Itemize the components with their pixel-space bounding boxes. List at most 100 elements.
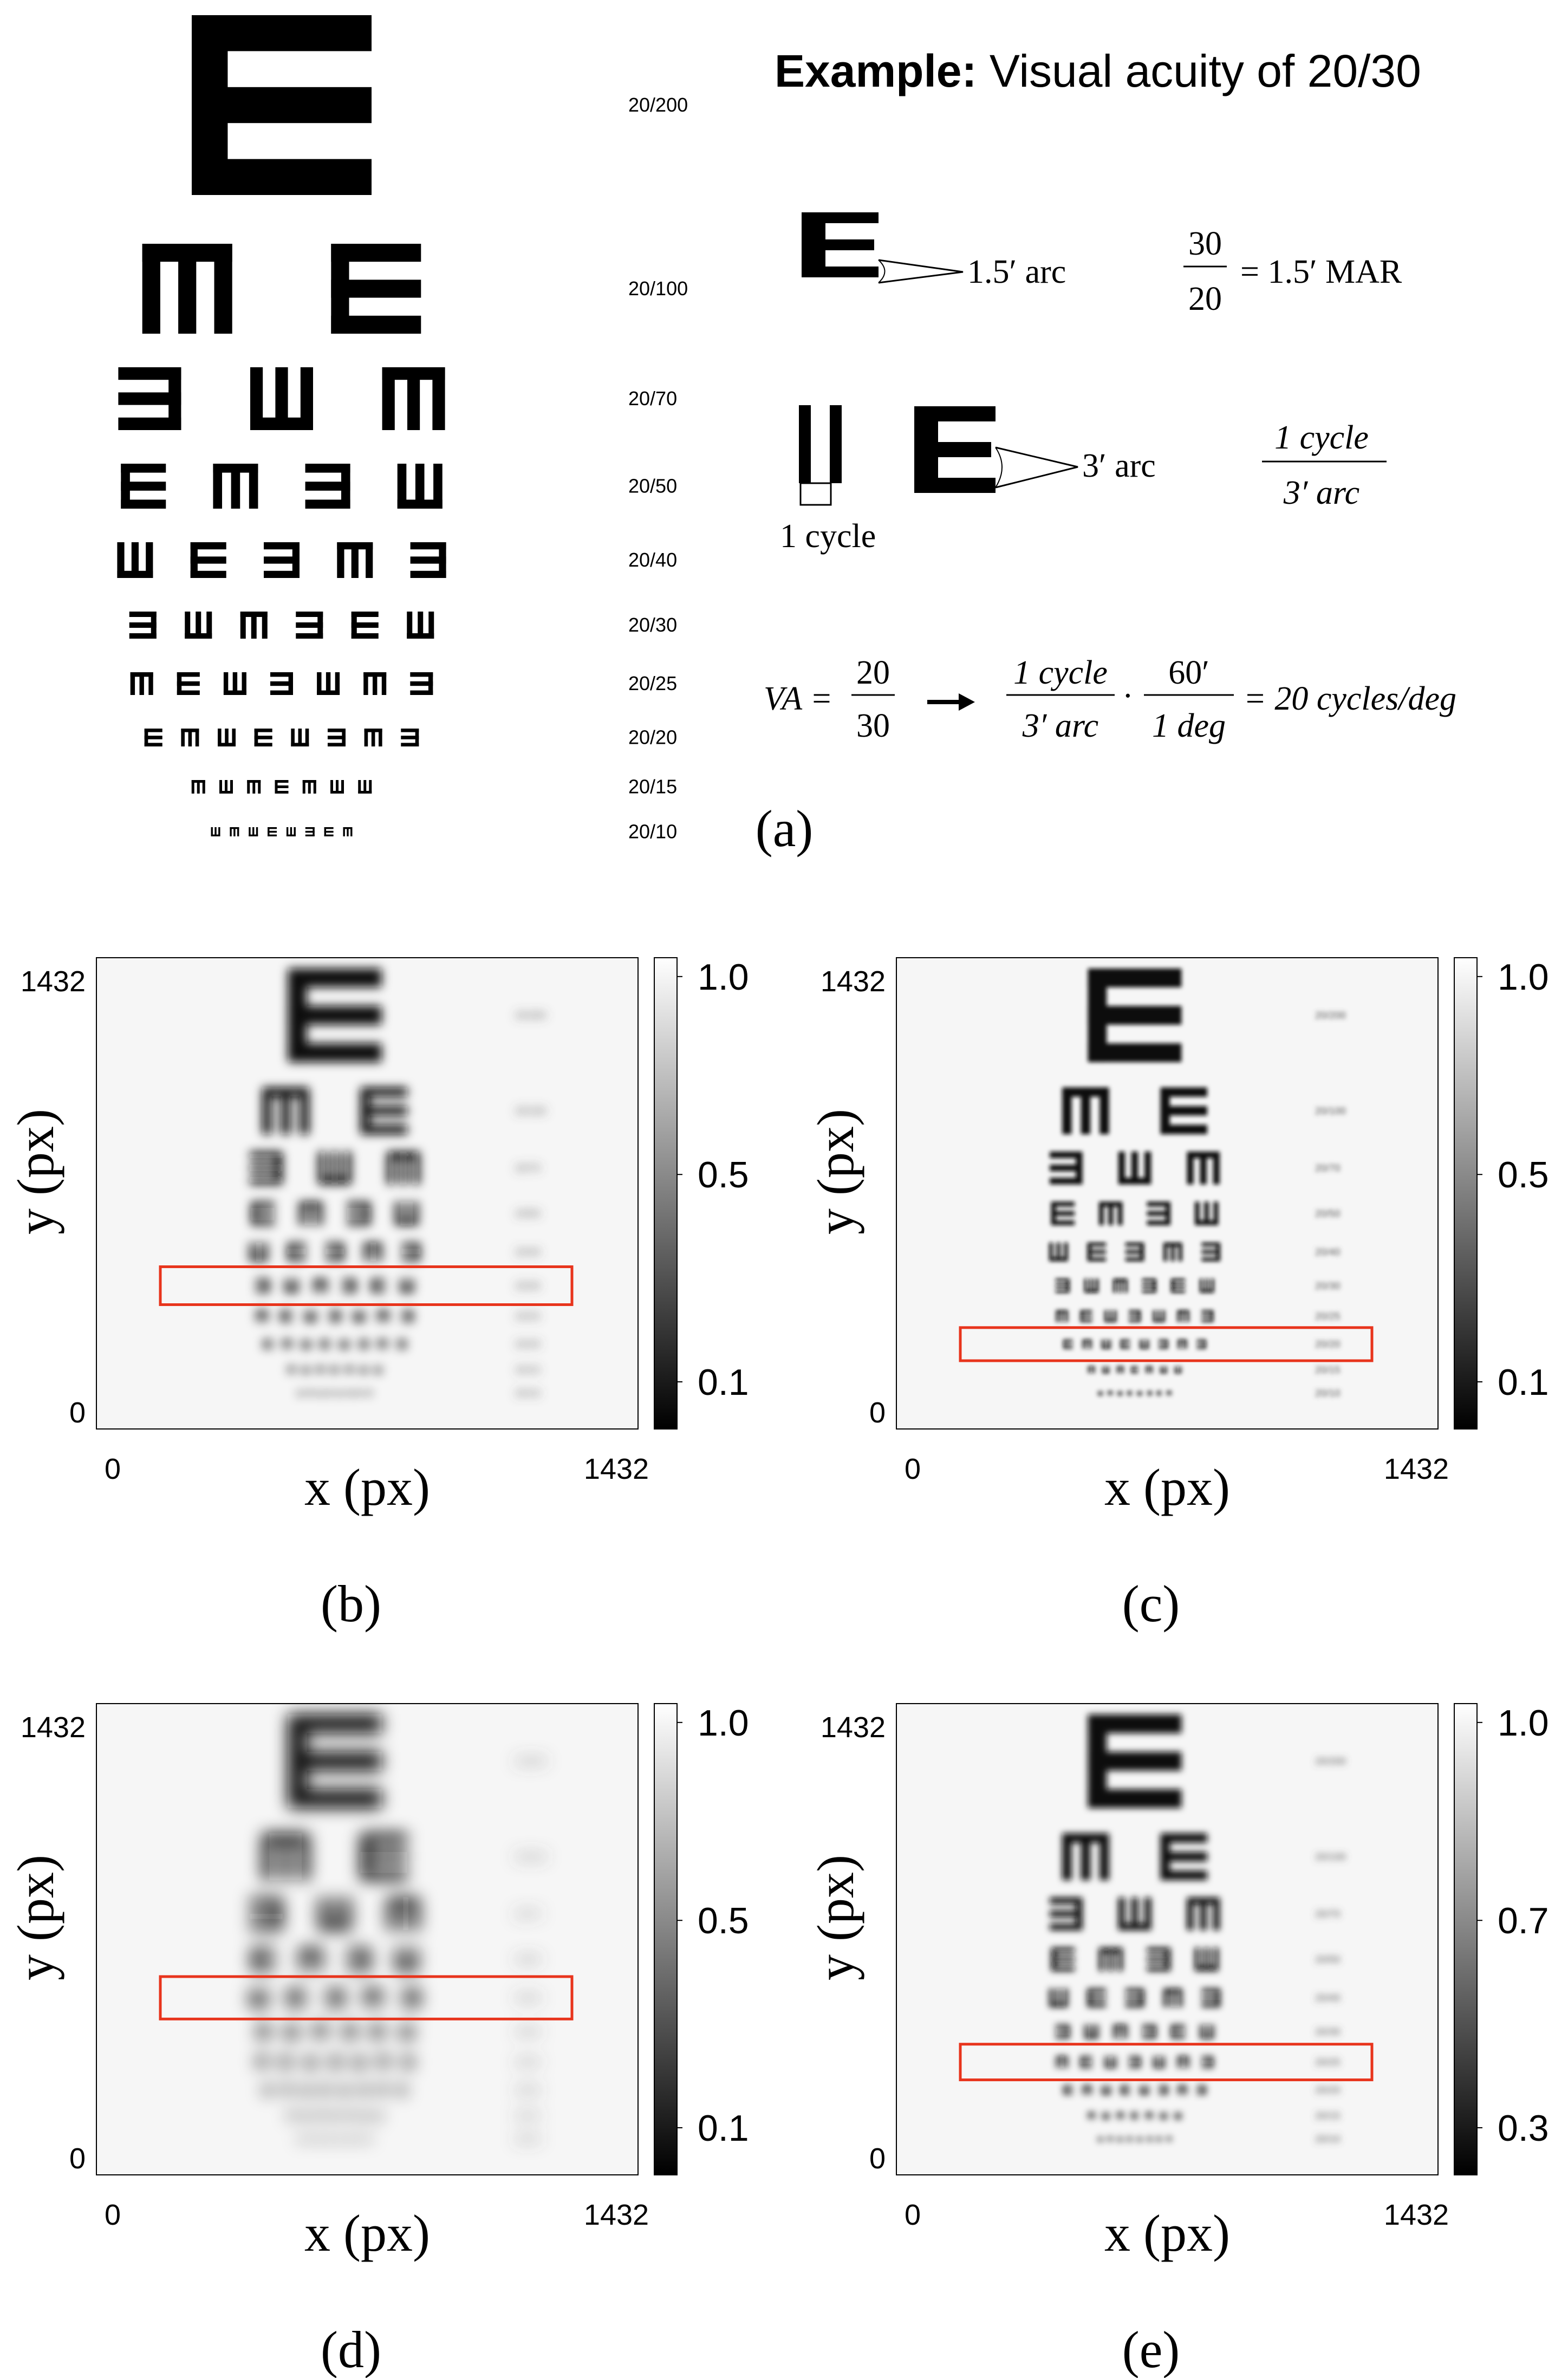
reconstructed-image: 20/20020/10020/7020/5020/4020/3020/2520/… xyxy=(1049,969,1346,1399)
optotype-e xyxy=(255,1278,270,1293)
y-tick-0: 0 xyxy=(869,1396,886,1429)
optotype-e xyxy=(1147,1201,1170,1225)
plot-area xyxy=(896,957,1439,1430)
optotype-e xyxy=(299,1201,323,1225)
acuity-label: 20/100 xyxy=(515,1105,546,1116)
colorbar-tick: 1.0 xyxy=(1498,957,1549,998)
x-tick-1432: 1432 xyxy=(584,2199,649,2231)
optotype-e xyxy=(190,542,226,578)
example-heading: Example: Visual acuity of 20/30 xyxy=(775,46,1421,96)
colorbar-tick: 0.5 xyxy=(1498,1154,1549,1196)
y-tick-1432: 1432 xyxy=(821,1711,886,1744)
acuity-label: 20/10 xyxy=(515,2133,541,2145)
acuity-label: 20/70 xyxy=(628,387,677,410)
optotype-e xyxy=(1125,1242,1144,1262)
frac1-num: 30 xyxy=(1188,225,1222,262)
optotype-e xyxy=(1201,1988,1220,2007)
optotype-e xyxy=(1108,2136,1113,2142)
optotype-e xyxy=(327,1391,333,1396)
optotype-e xyxy=(1153,2056,1165,2068)
optotype-e xyxy=(1098,1391,1103,1396)
small-e-symbol xyxy=(802,212,964,284)
optotype-e xyxy=(256,1310,268,1322)
optotype-e xyxy=(251,1947,275,1971)
optotype-e xyxy=(1159,2085,1168,2095)
optotype-e xyxy=(250,1152,283,1185)
optotype-e xyxy=(1101,2085,1111,2095)
optotype-e xyxy=(1051,1947,1075,1971)
optotype-e xyxy=(1082,1339,1092,1349)
optotype-e xyxy=(1170,2024,1185,2039)
optotype-e xyxy=(360,1087,407,1134)
optotype-e xyxy=(1131,2112,1138,2120)
optotype-e xyxy=(1201,2056,1214,2068)
highlight-box xyxy=(159,1265,574,1307)
acuity-label: 20/15 xyxy=(1315,1364,1341,1375)
optotype-e xyxy=(347,2136,352,2142)
plot-area xyxy=(96,1703,639,2175)
optotype-e xyxy=(400,2024,414,2039)
optotype-e xyxy=(1120,2085,1130,2095)
optotype-e xyxy=(329,2056,341,2068)
optotype-e xyxy=(302,2112,310,2120)
optotype-e xyxy=(1113,2024,1128,2039)
optotype-e xyxy=(313,2024,328,2039)
optotype-e xyxy=(251,1201,275,1225)
optotype-e xyxy=(1195,1201,1219,1225)
acuity-label: 20/15 xyxy=(515,2110,541,2121)
optotype-e xyxy=(121,464,166,509)
x-tick-0: 0 xyxy=(905,2199,921,2231)
optotype-e xyxy=(1062,1087,1109,1134)
optotype-e xyxy=(1160,1833,1207,1880)
optotype-e xyxy=(370,1278,385,1293)
optotype-e xyxy=(397,464,443,509)
optotype-e xyxy=(317,672,340,695)
optotype-e xyxy=(356,1391,362,1396)
x-tick-0: 0 xyxy=(105,2199,121,2231)
optotype-e xyxy=(1102,2112,1110,2120)
colorbar-tick: 0.1 xyxy=(698,1362,749,1403)
optotype-e xyxy=(1131,1366,1138,1374)
optotype-e xyxy=(1195,1947,1219,1971)
optotype-e xyxy=(329,1310,341,1322)
optotype-e xyxy=(1187,1152,1220,1185)
acuity-label: 20/25 xyxy=(1315,1310,1341,1322)
y-tick-0: 0 xyxy=(69,2142,86,2175)
optotype-e xyxy=(1160,1087,1207,1134)
optotype-e xyxy=(298,2136,303,2142)
caption-b: (b) xyxy=(321,1575,381,1633)
va-lhs: VA = xyxy=(764,680,832,717)
optotype-e xyxy=(1127,1391,1133,1396)
optotype-e xyxy=(1201,1310,1214,1322)
optotype-e xyxy=(1104,1310,1117,1322)
optotype-e xyxy=(1196,2085,1206,2095)
optotype-e xyxy=(288,1366,295,1374)
x-axis-label: x (px) xyxy=(1104,2204,1230,2262)
optotype-e xyxy=(1127,2136,1133,2142)
colorbar-tick: 0.3 xyxy=(1498,2108,1549,2149)
optotype-e xyxy=(1080,2056,1092,2068)
optotype-e xyxy=(331,244,421,334)
optotype-e xyxy=(282,1339,292,1349)
optotype-e xyxy=(1051,1201,1075,1225)
example-rest: Visual acuity of 20/30 xyxy=(977,46,1421,96)
acuity-label: 20/50 xyxy=(1315,1953,1341,1965)
optotype-e xyxy=(249,1242,268,1262)
acuity-label: 20/10 xyxy=(515,1387,541,1399)
acuity-label: 20/10 xyxy=(1315,1387,1341,1399)
optotype-e xyxy=(377,1310,389,1322)
optotype-e xyxy=(407,612,434,639)
optotype-e xyxy=(353,1310,365,1322)
optotype-e xyxy=(1125,1988,1144,2007)
optotype-e xyxy=(401,1242,420,1262)
acuity-label: 20/100 xyxy=(1315,1105,1346,1116)
acuity-label: 20/20 xyxy=(515,2084,541,2096)
optotype-e xyxy=(340,2085,349,2095)
colorbar-tick: 0.5 xyxy=(698,1900,749,1941)
optotype-e xyxy=(343,827,353,836)
va-dot: · xyxy=(1122,678,1134,714)
acuity-label: 20/70 xyxy=(515,1162,541,1173)
optotype-e xyxy=(1099,1201,1123,1225)
optotype-e xyxy=(1118,1152,1151,1185)
acuity-label: 20/200 xyxy=(515,1756,546,1767)
